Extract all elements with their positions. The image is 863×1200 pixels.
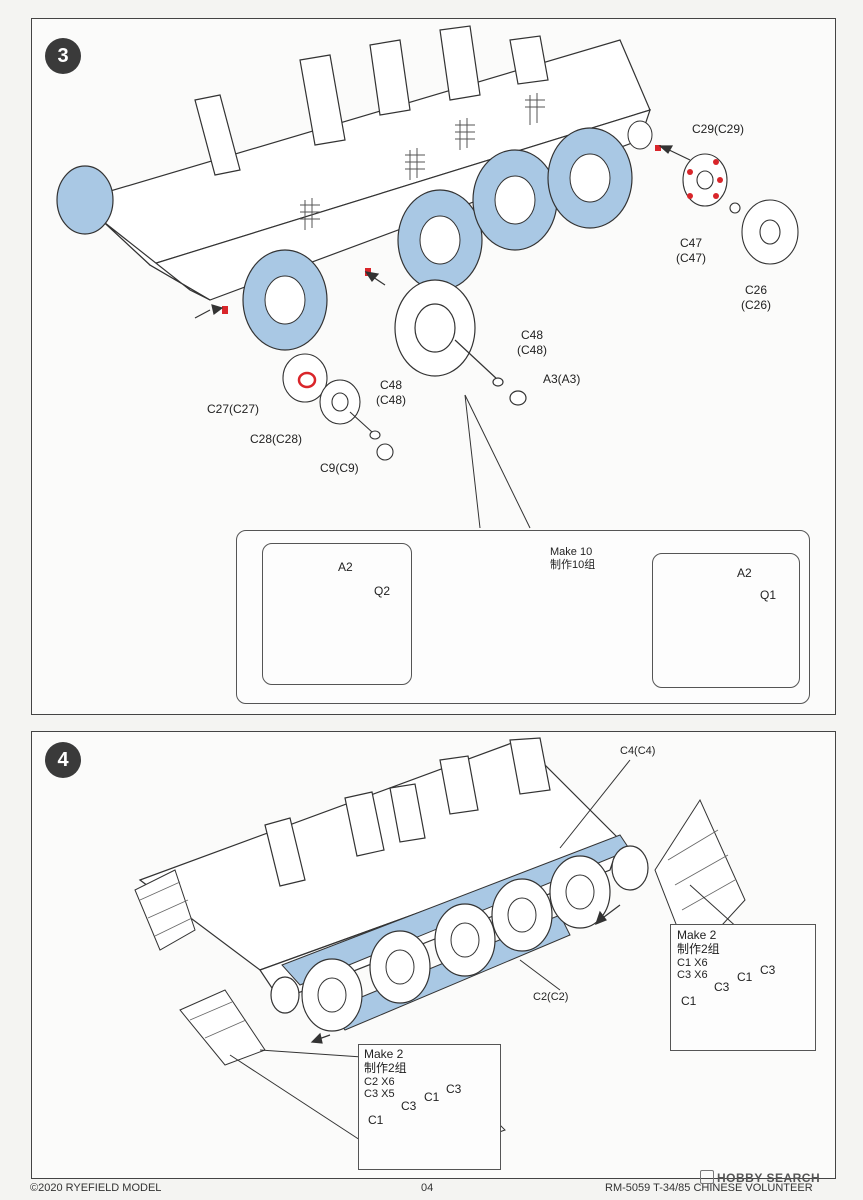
right-box-c1a: C1 xyxy=(681,994,697,1008)
hobby-search-icon xyxy=(700,1170,714,1184)
left-box-c1b: C1 xyxy=(424,1090,440,1104)
left-box-make: Make 2 xyxy=(364,1047,404,1061)
label-a3: A3(A3) xyxy=(543,372,581,386)
left-box-make-cn: 制作2组 xyxy=(364,1061,407,1075)
label-c48-right: C48 xyxy=(521,328,544,342)
label-c9: C9(C9) xyxy=(320,461,359,475)
inset-right-q1: Q1 xyxy=(760,588,777,602)
left-box-line1: C2 X6 xyxy=(364,1076,395,1088)
inset-make-count-cn: 制作10组 xyxy=(550,559,596,571)
step-4-number: 4 xyxy=(45,742,81,778)
label-c47-paren: (C47) xyxy=(676,251,707,265)
inset-left-a2: A2 xyxy=(338,560,353,574)
left-wheel-subinset xyxy=(262,543,412,685)
footer-product: RM-5059 T-34/85 CHINESE VOLUNTEER xyxy=(605,1182,813,1194)
left-box-c1a: C1 xyxy=(368,1113,384,1127)
right-box-line1: C1 X6 xyxy=(677,957,708,969)
label-c48-right-paren: (C48) xyxy=(517,343,548,357)
left-box-c3b: C3 xyxy=(446,1082,462,1096)
footer-copyright: ©2020 RYEFIELD MODEL xyxy=(30,1182,162,1194)
right-box-line2: C3 X6 xyxy=(677,969,708,981)
inset-make-count: Make 10 xyxy=(550,546,593,558)
label-c2: C2(C2) xyxy=(533,991,569,1003)
label-c28: C28(C28) xyxy=(250,432,303,446)
label-c4: C4(C4) xyxy=(620,745,656,757)
label-c26-paren: (C26) xyxy=(741,298,772,312)
footer-page-number: 04 xyxy=(421,1182,434,1194)
inset-left-q2: Q2 xyxy=(374,584,391,598)
track-set-left-box xyxy=(358,1044,501,1170)
inset-right-a2: A2 xyxy=(737,566,752,580)
watermark-text: HOBBY SEARCH xyxy=(717,1171,821,1185)
right-box-c3a: C3 xyxy=(714,980,730,994)
label-c48-left-paren: (C48) xyxy=(376,393,407,407)
left-box-line2: C3 X5 xyxy=(364,1088,395,1100)
right-box-c3b: C3 xyxy=(760,963,776,977)
label-c29: C29(C29) xyxy=(692,122,745,136)
step-3-number: 3 xyxy=(45,38,81,74)
label-c26: C26 xyxy=(745,283,768,297)
right-box-make-cn: 制作2组 xyxy=(677,942,720,956)
label-c27: C27(C27) xyxy=(207,402,260,416)
label-c48-left: C48 xyxy=(380,378,403,392)
right-box-make: Make 2 xyxy=(677,928,717,942)
right-box-c1b: C1 xyxy=(737,970,753,984)
left-box-c3a: C3 xyxy=(401,1099,417,1113)
watermark-logo: HOBBY SEARCH xyxy=(700,1170,820,1185)
label-c47: C47 xyxy=(680,236,703,250)
right-wheel-subinset xyxy=(652,553,800,688)
track-set-right-box xyxy=(670,924,816,1051)
